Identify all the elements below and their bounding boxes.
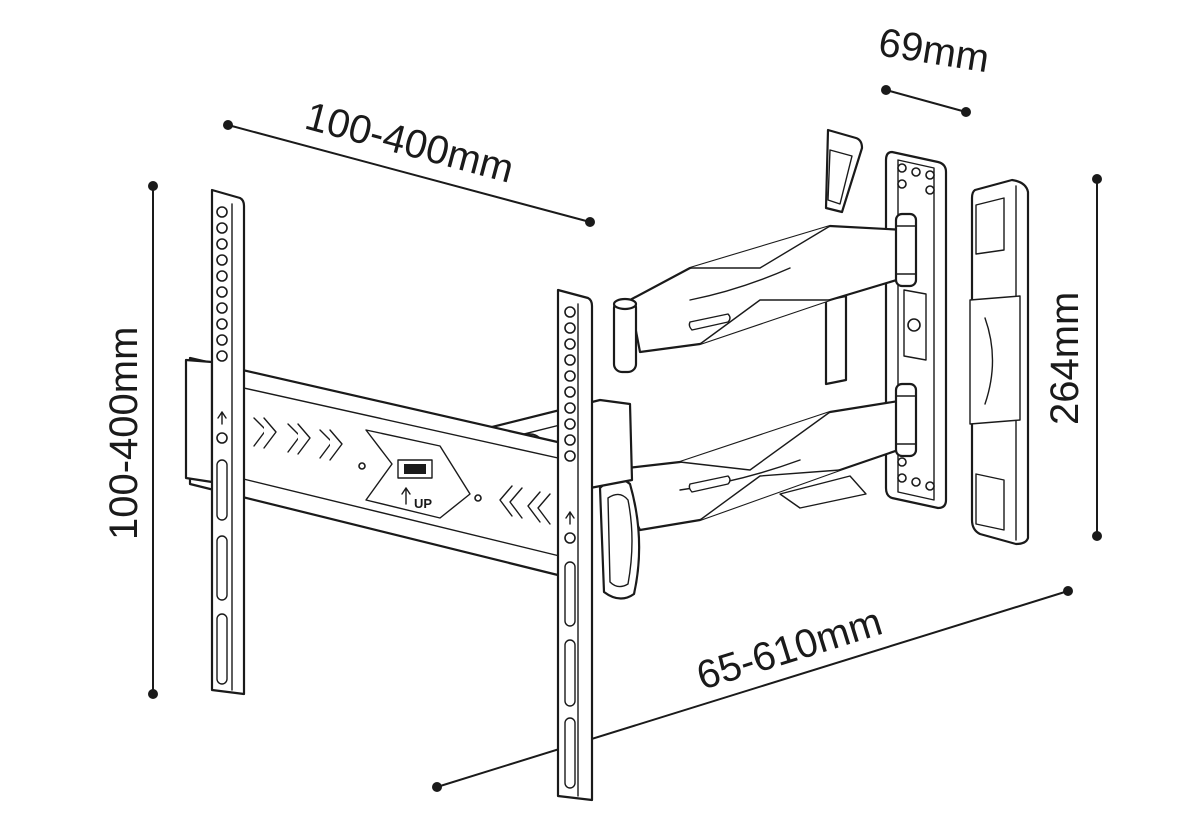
dimension-depth: 69mm bbox=[876, 20, 993, 117]
left-end-block bbox=[184, 358, 214, 484]
dimension-plate-height-label: 264mm bbox=[1043, 292, 1087, 425]
dimension-extension-label: 65-610mm bbox=[692, 600, 888, 699]
left-vertical-rail bbox=[210, 188, 246, 696]
dimension-extension: 65-610mm bbox=[432, 586, 1073, 792]
dimension-left-height: 100-400mm bbox=[102, 181, 158, 699]
dimension-plate-height: 264mm bbox=[1043, 174, 1102, 541]
dimension-left-height-label: 100-400mm bbox=[102, 327, 146, 540]
lower-arm bbox=[608, 382, 918, 532]
dimension-depth-label: 69mm bbox=[876, 20, 993, 81]
horizontal-bar: UP bbox=[188, 356, 580, 582]
cover-cap bbox=[824, 128, 864, 386]
up-marker-label: UP bbox=[414, 496, 432, 511]
wall-plate bbox=[884, 150, 948, 510]
dimension-top-width-label: 100-400mm bbox=[301, 94, 519, 191]
wall-plate-cover bbox=[969, 178, 1030, 546]
dimension-top-width: 100-400mm bbox=[223, 94, 595, 227]
right-vertical-rail bbox=[556, 288, 594, 802]
upper-arm bbox=[628, 212, 918, 354]
